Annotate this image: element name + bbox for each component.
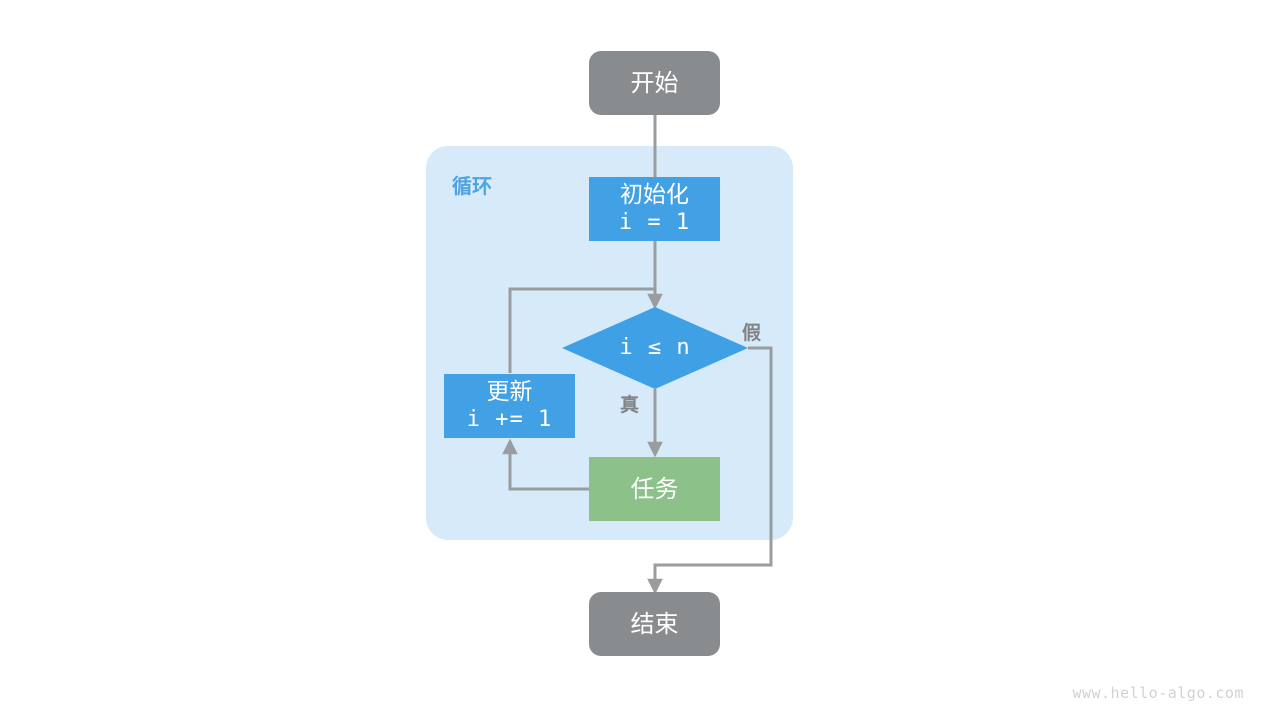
edge-condition-false-to-end — [647, 346, 773, 595]
watermark: www.hello-algo.com — [1072, 684, 1244, 702]
node-start[interactable] — [589, 51, 720, 115]
edge-update-to-condition — [508, 287, 655, 373]
node-condition[interactable] — [562, 307, 748, 389]
node-end[interactable] — [589, 592, 720, 656]
node-init[interactable] — [589, 177, 720, 241]
node-update[interactable] — [444, 374, 575, 438]
node-task[interactable] — [589, 457, 720, 521]
edge-task-to-update — [502, 438, 589, 491]
